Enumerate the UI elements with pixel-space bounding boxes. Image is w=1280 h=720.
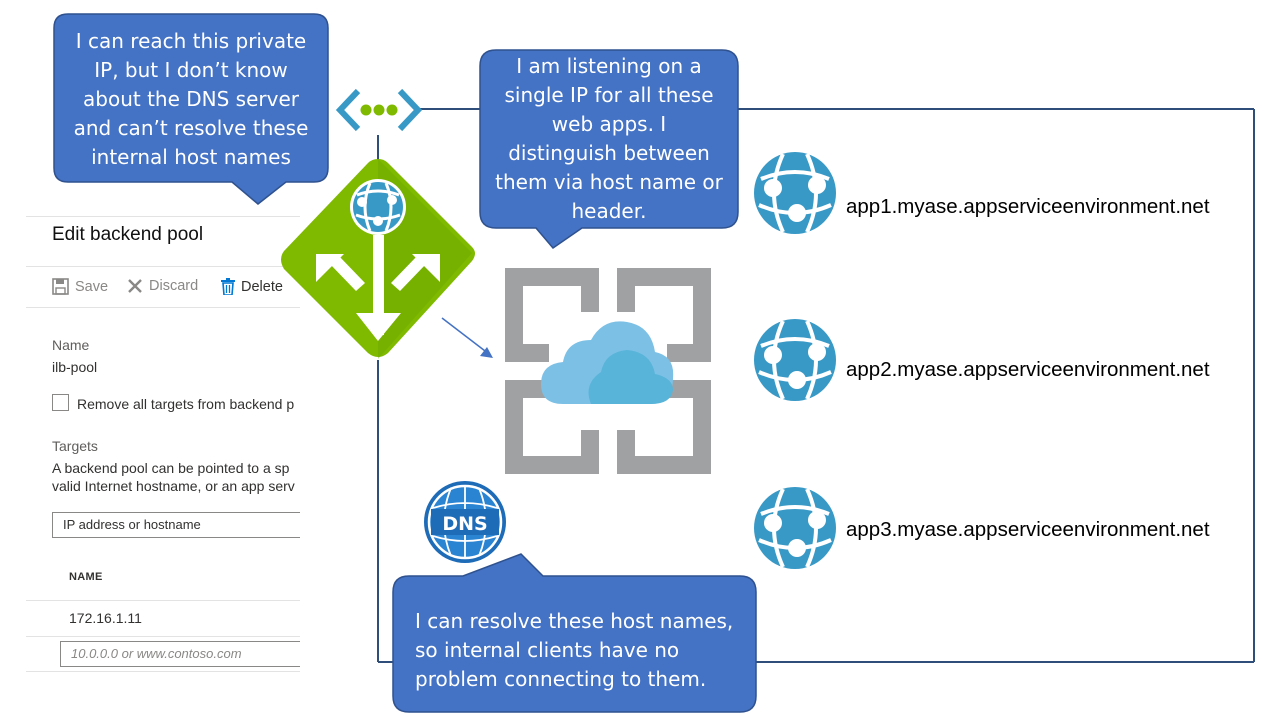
dns-icon-label: DNS bbox=[442, 513, 487, 535]
app2-hostname: app2.myase.appserviceenvironment.net bbox=[846, 358, 1210, 381]
targets-label: Targets bbox=[52, 438, 98, 454]
callout-line: I can resolve these host names, bbox=[415, 609, 734, 633]
save-label: Save bbox=[75, 278, 109, 295]
callout-line: and can’t resolve these bbox=[73, 116, 309, 140]
target-row-value: 172.16.1.11 bbox=[69, 610, 142, 626]
callout-line: about the DNS server bbox=[83, 87, 299, 111]
callout-line: internal host names bbox=[91, 145, 291, 169]
callout-line: them via host name or bbox=[495, 170, 723, 194]
new-target-input[interactable]: 10.0.0.0 or www.contoso.com bbox=[60, 641, 300, 667]
web-app-icon bbox=[754, 319, 836, 401]
callout-line: web apps. I bbox=[551, 112, 667, 136]
targets-description-line: valid Internet hostname, or an app serv bbox=[52, 478, 295, 494]
callout-line: IP, but I don’t know bbox=[94, 58, 288, 82]
targets-description-line: A backend pool can be pointed to a sp bbox=[52, 460, 290, 476]
callout-dns-resolve: I can resolve these host names, so inter… bbox=[392, 553, 757, 714]
callout-line: header. bbox=[571, 199, 647, 223]
web-app-icon bbox=[754, 152, 836, 234]
remove-all-label: Remove all targets from backend p bbox=[77, 396, 295, 412]
callout-line: I am listening on a bbox=[516, 54, 702, 78]
delete-label: Delete bbox=[241, 278, 283, 295]
app1-hostname: app1.myase.appserviceenvironment.net bbox=[846, 195, 1210, 218]
save-button[interactable]: Save bbox=[52, 278, 108, 295]
panel-title: Edit backend pool bbox=[52, 224, 204, 245]
callout-line: I can reach this private bbox=[75, 29, 307, 53]
callout-line: single IP for all these bbox=[504, 83, 714, 107]
app-service-environment-icon bbox=[505, 268, 711, 474]
name-label: Name bbox=[52, 337, 90, 353]
callout-line: so internal clients have no bbox=[415, 638, 680, 662]
discard-button[interactable]: Discard bbox=[127, 278, 198, 294]
target-type-select[interactable]: IP address or hostname bbox=[52, 512, 300, 538]
name-value: ilb-pool bbox=[52, 359, 98, 375]
targets-description: A backend pool can be pointed to a sp va… bbox=[52, 459, 300, 495]
column-header-name: NAME bbox=[69, 571, 103, 583]
remove-all-checkbox[interactable] bbox=[52, 394, 69, 411]
delete-button[interactable]: Delete bbox=[221, 278, 283, 295]
callout-line: distinguish between bbox=[508, 141, 710, 165]
edit-backend-pool-panel: Edit backend pool Save Discard Delete Na… bbox=[26, 214, 300, 684]
save-icon bbox=[52, 278, 69, 295]
trash-icon bbox=[221, 278, 235, 295]
app3-hostname: app3.myase.appserviceenvironment.net bbox=[846, 518, 1210, 541]
callout-private-ip: I can reach this private IP, but I don’t… bbox=[53, 13, 329, 205]
dns-icon: DNS bbox=[424, 481, 506, 563]
discard-label: Discard bbox=[149, 278, 199, 294]
gateway-to-ase-arrow bbox=[441, 317, 490, 355]
close-icon bbox=[128, 279, 142, 293]
virtual-network-icon bbox=[336, 88, 422, 132]
application-gateway-icon bbox=[281, 159, 475, 359]
callout-single-ip: I am listening on a single IP for all th… bbox=[479, 49, 739, 250]
callout-line: problem connecting to them. bbox=[415, 667, 707, 691]
web-app-icon bbox=[754, 487, 836, 569]
